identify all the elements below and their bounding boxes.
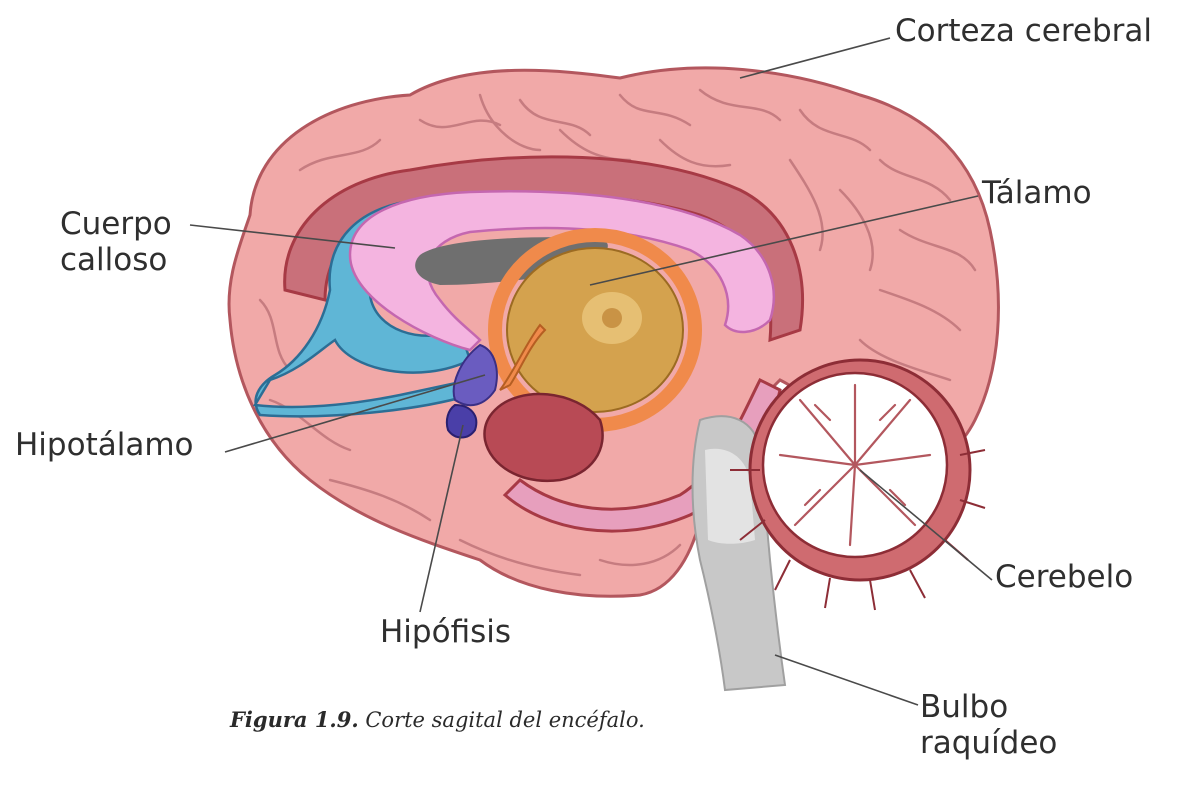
leader-bulbo (775, 655, 918, 705)
leader-corteza (740, 38, 890, 78)
label-corteza-cerebral: Corteza cerebral (895, 14, 1152, 50)
label-hipofisis: Hipófisis (380, 615, 511, 651)
figure-caption: Figura 1.9. Corte sagital del encéfalo. (230, 707, 645, 732)
midbrain-shape (484, 394, 602, 481)
label-bulbo-raquideo: Bulbo raquídeo (920, 690, 1057, 761)
thalamus-dot (602, 308, 622, 328)
label-cerebelo: Cerebelo (995, 560, 1133, 596)
label-talamo: Tálamo (982, 176, 1092, 212)
label-bulbo-line2: raquídeo (920, 726, 1057, 762)
label-bulbo-line1: Bulbo (920, 690, 1057, 726)
figure-number: Figura 1.9. (230, 707, 359, 732)
label-cuerpo-calloso: Cuerpo calloso (60, 207, 172, 278)
label-cuerpo-calloso-line1: Cuerpo (60, 207, 172, 243)
figure-caption-text: Corte sagital del encéfalo. (365, 708, 644, 732)
label-hipotalamo: Hipotálamo (15, 428, 194, 464)
label-cuerpo-calloso-line2: calloso (60, 243, 172, 279)
